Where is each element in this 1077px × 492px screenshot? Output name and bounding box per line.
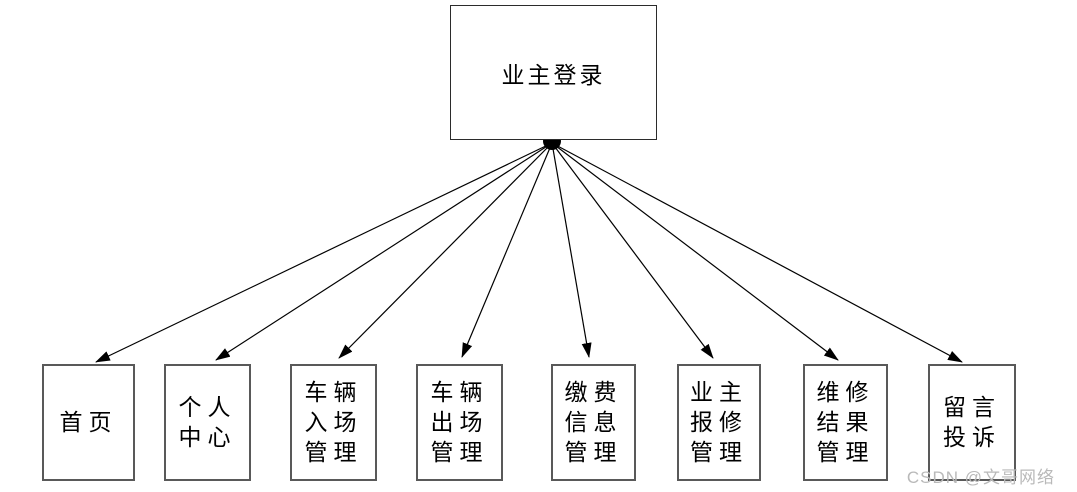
connector-arrow: [551, 142, 839, 361]
node-owner-repair-report-management-label: 业主 报修 管理: [690, 379, 748, 465]
node-message-complaint: 留言 投诉: [928, 364, 1016, 481]
connector-arrow: [95, 142, 553, 363]
connector-arrow: [551, 142, 592, 358]
node-home: 首页: [42, 364, 135, 481]
node-repair-result-management: 维修 结果 管理: [803, 364, 888, 481]
node-owner-repair-report-management: 业主 报修 管理: [677, 364, 761, 481]
connector-arrow: [551, 142, 714, 359]
node-vehicle-exit-management: 车辆 出场 管理: [416, 364, 503, 481]
node-personal-center-label: 个人 中心: [178, 394, 237, 450]
connector-arrow: [551, 142, 963, 363]
node-owner-login: 业主登录: [450, 5, 657, 140]
connector-arrow: [215, 142, 553, 361]
node-repair-result-management-label: 维修 结果 管理: [816, 379, 875, 465]
csdn-watermark: CSDN @文哥网络: [906, 468, 1055, 487]
node-owner-login-label: 业主登录: [501, 62, 606, 88]
connector-arrow: [338, 142, 553, 359]
node-message-complaint-label: 留言 投诉: [943, 394, 1001, 450]
node-home-label: 首页: [59, 409, 118, 435]
node-personal-center: 个人 中心: [164, 364, 251, 481]
node-vehicle-entry-management-label: 车辆 入场 管理: [304, 379, 363, 465]
node-vehicle-exit-management-label: 车辆 出场 管理: [430, 379, 489, 465]
connector-arrow: [461, 142, 553, 358]
node-vehicle-entry-management: 车辆 入场 管理: [290, 364, 377, 481]
node-payment-info-management-label: 缴费 信息 管理: [564, 379, 623, 465]
node-payment-info-management: 缴费 信息 管理: [551, 364, 636, 481]
